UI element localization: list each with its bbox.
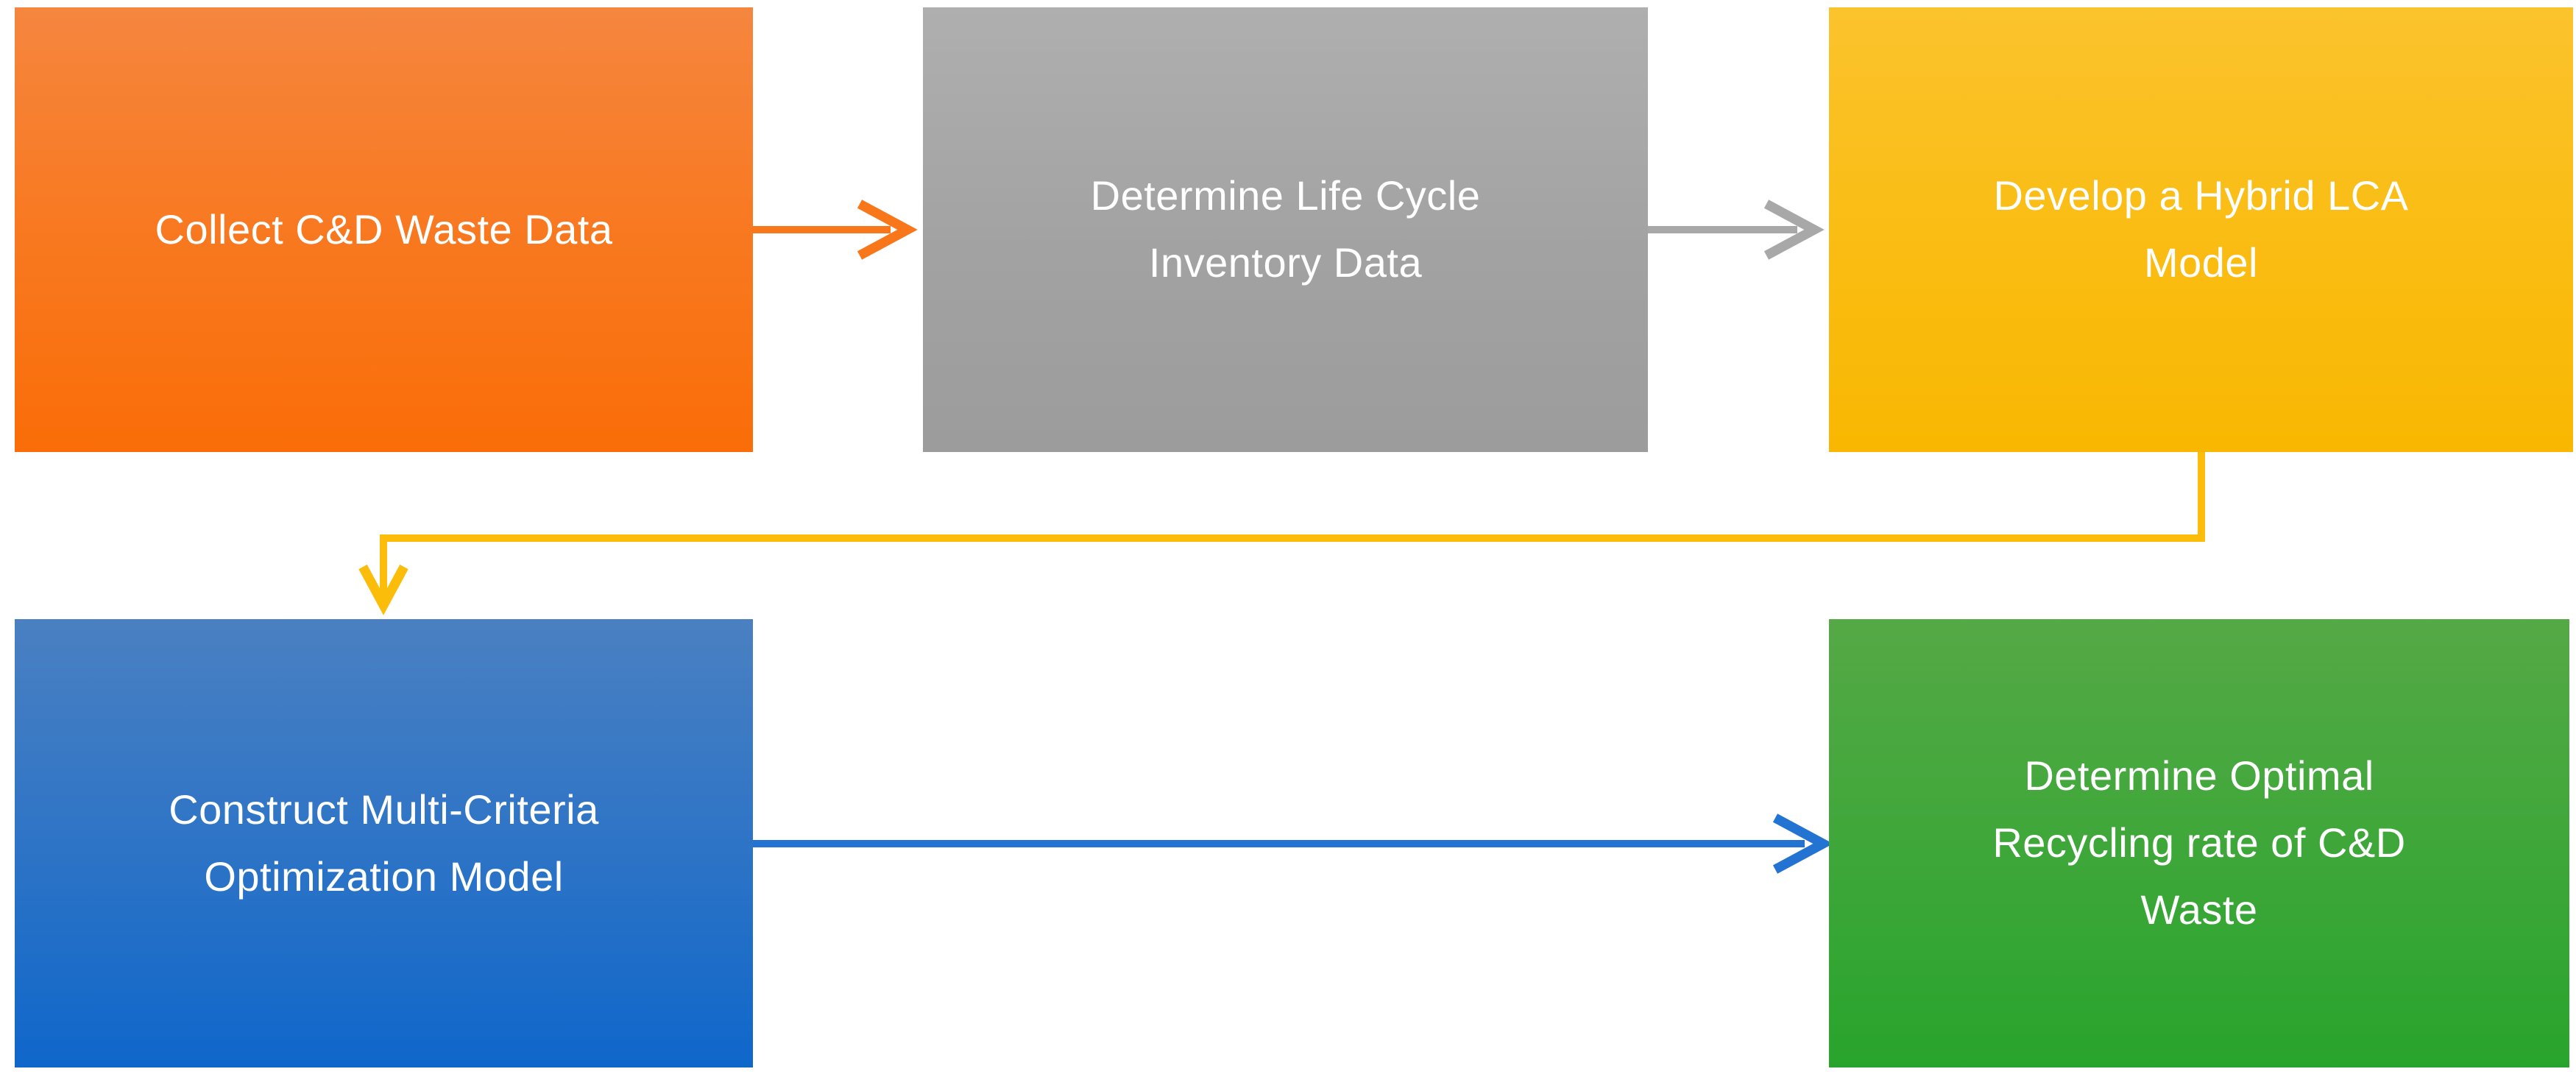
arrow-elbow-shaft <box>380 452 2205 598</box>
arrow-chevron-right-icon <box>1763 200 1825 260</box>
node-label-develop-hybrid-lca-model: Develop a Hybrid LCA Model <box>1993 172 2409 286</box>
node-label-collect-cd-waste-data: Collect C&D Waste Data <box>155 205 613 253</box>
arrow-collect-to-inventory <box>753 200 918 260</box>
node-label-determine-life-cycle-inventory-data: Determine Life Cycle Inventory Data <box>1090 172 1481 286</box>
arrow-hybrid-lca-to-multicriteria-elbow <box>358 452 2205 615</box>
node-label-construct-multi-criteria-optimization-model: Construct Multi-Criteria Optimization Mo… <box>169 786 599 900</box>
node-develop-hybrid-lca-model: Develop a Hybrid LCA Model <box>1829 7 2573 452</box>
node-determine-optimal-recycling-rate: Determine Optimal Recycling rate of C&D … <box>1829 619 2569 1067</box>
node-determine-life-cycle-inventory-data: Determine Life Cycle Inventory Data <box>923 7 1648 452</box>
arrow-chevron-right-icon <box>857 200 918 260</box>
node-collect-cd-waste-data: Collect C&D Waste Data <box>15 7 753 452</box>
arrow-inventory-to-hybrid-lca <box>1648 200 1825 260</box>
arrow-chevron-down-icon <box>358 564 408 615</box>
node-construct-multi-criteria-optimization-model: Construct Multi-Criteria Optimization Mo… <box>15 619 753 1067</box>
arrow-chevron-right-icon <box>1772 813 1833 874</box>
node-label-determine-optimal-recycling-rate: Determine Optimal Recycling rate of C&D … <box>1992 752 2406 933</box>
arrow-multicriteria-to-optimal-recycling <box>753 813 1833 874</box>
